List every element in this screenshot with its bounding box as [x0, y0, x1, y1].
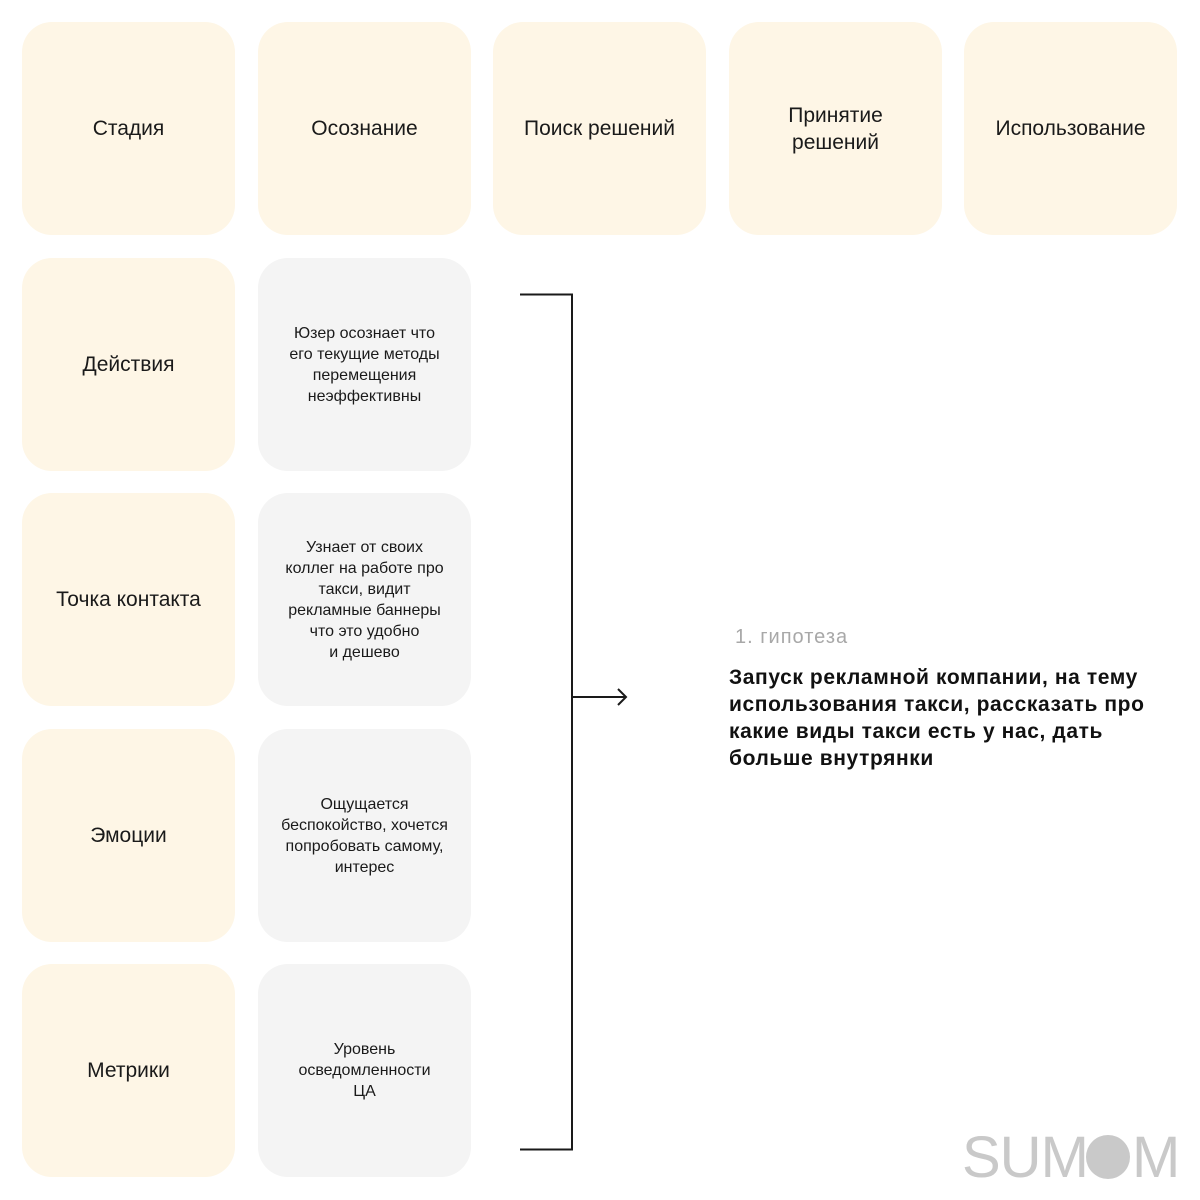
bracket-line: [520, 293, 573, 1151]
row-label-touchpoint: Точка контакта: [22, 493, 235, 706]
row-cell-emotions: Ощущается беспокойство, хочется попробов…: [258, 729, 471, 942]
hypothesis-text: Запуск рекламной компании, на тему испол…: [729, 666, 1145, 770]
logo-text-right: M: [1132, 1125, 1179, 1187]
row-cell-text: Ощущается беспокойство, хочется попробов…: [281, 795, 448, 876]
row-label-actions: Действия: [22, 258, 235, 471]
sumom-logo: SUM M: [962, 1125, 1180, 1187]
header-stage: Стадия: [22, 22, 235, 235]
row-label: Эмоции: [90, 824, 167, 847]
row-label: Метрики: [87, 1059, 170, 1082]
row-cell-text: Уровень осведомленности ЦА: [298, 1041, 431, 1100]
header-usage: Использование: [964, 22, 1177, 235]
header-decision-label: Принятие решений: [788, 103, 883, 154]
bracket-arrow: [520, 293, 628, 1151]
logo-text-left: SUM: [962, 1125, 1088, 1187]
row-cell-text: Юзер осознает что его текущие методы пер…: [289, 324, 440, 405]
header-usage-label: Использование: [995, 117, 1146, 140]
row-label: Действия: [82, 353, 175, 376]
header-decision: Принятие решений: [729, 22, 942, 235]
hypothesis-number: 1. гипотеза: [735, 626, 849, 648]
header-search-label: Поиск решений: [524, 117, 675, 140]
logo-circle-icon: [1086, 1135, 1130, 1179]
arrow-head-icon: [617, 688, 628, 706]
row-cell-metrics: Уровень осведомленности ЦА: [258, 964, 471, 1177]
row-cell-actions: Юзер осознает что его текущие методы пер…: [258, 258, 471, 471]
header-stage-label: Стадия: [92, 117, 165, 140]
row-cell-text: Узнает от своих коллег на работе про так…: [285, 538, 444, 661]
row-cell-touchpoint: Узнает от своих коллег на работе про так…: [258, 493, 471, 706]
row-label-metrics: Метрики: [22, 964, 235, 1177]
header-awareness: Осознание: [258, 22, 471, 235]
header-search: Поиск решений: [493, 22, 706, 235]
row-label: Точка контакта: [56, 588, 201, 611]
row-label-emotions: Эмоции: [22, 729, 235, 942]
header-awareness-label: Осознание: [311, 117, 418, 140]
